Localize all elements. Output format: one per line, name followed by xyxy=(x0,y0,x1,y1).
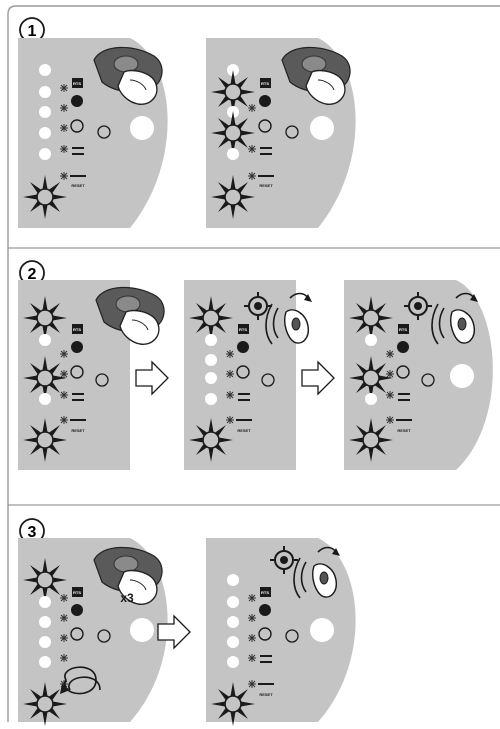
press-count-label: x3 xyxy=(120,591,134,605)
arrow-right-icon xyxy=(301,360,335,396)
svg-text:RTS: RTS xyxy=(73,81,81,86)
panel-3a: x3 RTS xyxy=(18,538,168,727)
reset-label-3b: RESET xyxy=(259,692,273,697)
step-number-2: 2 xyxy=(28,266,37,283)
panel-3b: RTS RESET xyxy=(206,538,356,727)
outer-frame xyxy=(7,5,500,722)
panel-2a: RTS RESET xyxy=(18,280,165,470)
reset-label-2c: RESET xyxy=(397,428,411,433)
arrow-right-icon xyxy=(135,360,169,396)
reset-label-2a: RESET xyxy=(71,428,85,433)
rts-label-2a: RTS xyxy=(73,327,81,332)
reset-label-1b: RESET xyxy=(259,183,273,188)
panel-1a: RTS RESET xyxy=(18,38,168,228)
step-number-1: 1 xyxy=(28,23,37,40)
rts-label-2c: RTS xyxy=(399,327,407,332)
rts-label-1b: RTS xyxy=(261,81,269,86)
panel-1b: RTS RESET xyxy=(206,38,356,228)
panel-2c: RTS RESET xyxy=(344,280,493,470)
reset-label-2b: RESET xyxy=(237,428,251,433)
rts-label-3a: RTS xyxy=(73,590,81,595)
step-number-3: 3 xyxy=(28,524,37,541)
rts-label-1a: RTS xyxy=(73,81,81,86)
reset-label-1a: RESET xyxy=(71,183,85,188)
rts-label-3b: RTS xyxy=(261,590,269,595)
rts-label-2b: RTS xyxy=(239,327,247,332)
panel-2b: RTS RESET xyxy=(184,280,313,470)
arrow-right-icon xyxy=(157,614,191,650)
